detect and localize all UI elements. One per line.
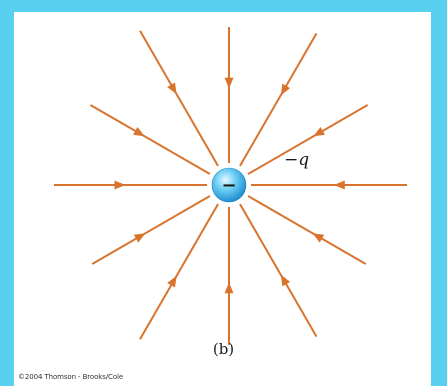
field-arrowhead bbox=[280, 274, 291, 287]
field-line bbox=[239, 32, 318, 167]
charge-label: −q bbox=[284, 150, 310, 170]
figure-caption: (b) bbox=[212, 340, 235, 358]
field-line bbox=[247, 195, 367, 265]
field-line bbox=[89, 104, 211, 175]
field-line bbox=[239, 203, 318, 338]
field-arrowhead bbox=[114, 180, 126, 190]
copyright-notice: ©2004 Thomson - Brooks/Cole bbox=[18, 373, 124, 381]
field-arrowhead bbox=[167, 275, 177, 288]
field-arrowhead bbox=[280, 83, 291, 96]
field-line bbox=[139, 203, 219, 340]
field-arrowhead bbox=[333, 180, 345, 190]
field-arrowhead bbox=[167, 82, 177, 95]
field-line bbox=[247, 104, 369, 175]
field-arrowhead bbox=[133, 127, 145, 137]
field-line bbox=[91, 195, 211, 265]
field-arrowhead bbox=[312, 233, 325, 243]
charge-sign: − bbox=[221, 175, 236, 196]
field-arrowhead bbox=[224, 77, 234, 89]
field-arrowhead bbox=[133, 233, 146, 243]
negative-charge bbox=[211, 167, 247, 203]
field-arrowhead bbox=[313, 127, 325, 137]
field-lines bbox=[54, 27, 407, 345]
field-line bbox=[139, 30, 219, 167]
field-arrowhead bbox=[224, 282, 234, 294]
